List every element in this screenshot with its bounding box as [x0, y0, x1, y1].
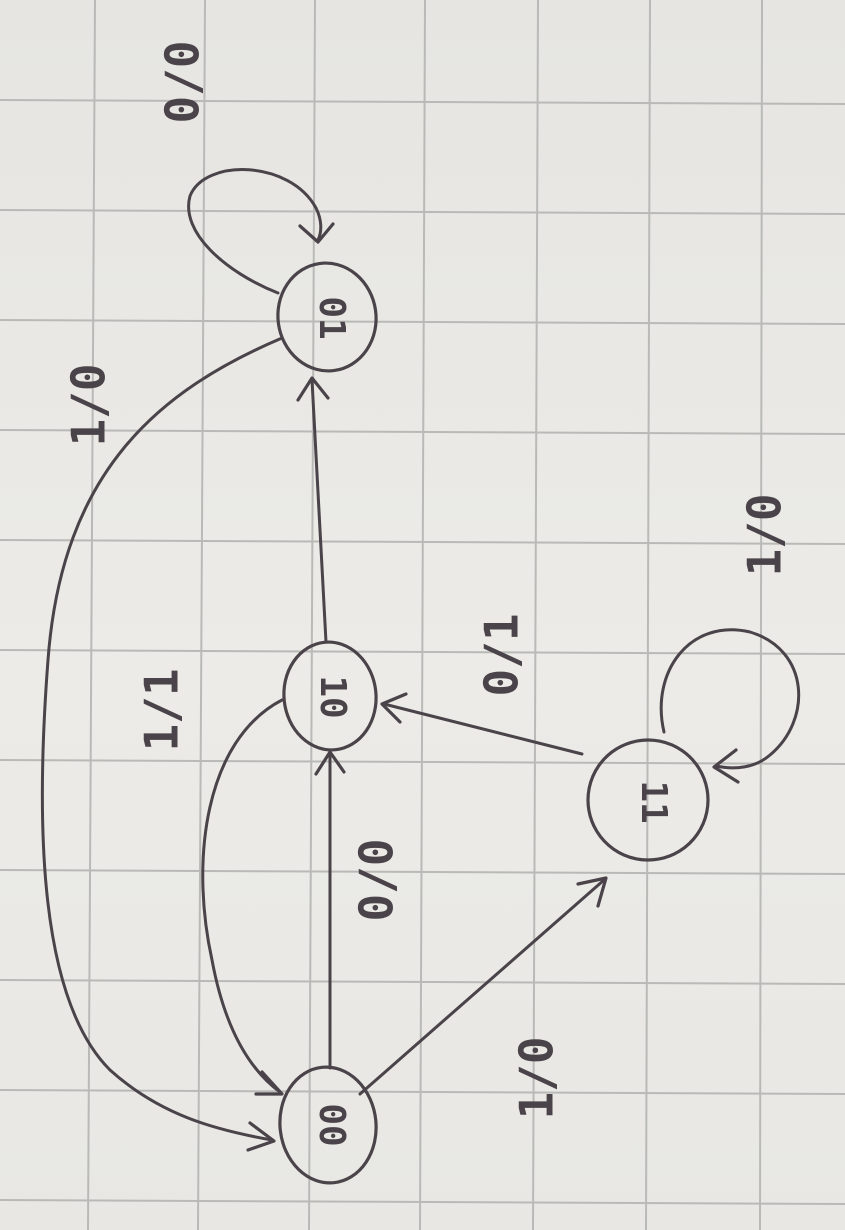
state-label-11: 11 [633, 780, 674, 823]
label-01-to-01: 0/0 [156, 40, 210, 123]
label-00-to-11: 1/0 [510, 1036, 564, 1119]
transition-11-to-11 [659, 628, 801, 784]
label-00-to-10: 0/0 [350, 838, 404, 921]
label-01-to-00: 1/0 [62, 363, 116, 446]
transition-00-to-11 [358, 876, 608, 1096]
transition-00-to-10 [314, 750, 346, 1070]
label-11-to-11: 1/0 [738, 493, 792, 576]
transition-11-to-10 [380, 692, 584, 756]
state-label-10: 10 [312, 675, 353, 718]
label-10-to-00: 1/1 [135, 668, 189, 751]
state-label-01: 01 [311, 296, 352, 339]
state-node-10: 10 [282, 640, 378, 752]
state-node-00: 00 [278, 1065, 378, 1185]
transition-01-to-00 [40, 336, 284, 1152]
label-11-to-10: 0/1 [475, 613, 529, 696]
transition-10-to-01 [296, 376, 330, 644]
state-node-11: 11 [586, 738, 710, 862]
transition-01-to-01 [187, 168, 335, 295]
state-label-00: 00 [311, 1103, 352, 1146]
transition-10-to-00 [201, 698, 284, 1096]
state-node-01: 01 [276, 261, 378, 373]
